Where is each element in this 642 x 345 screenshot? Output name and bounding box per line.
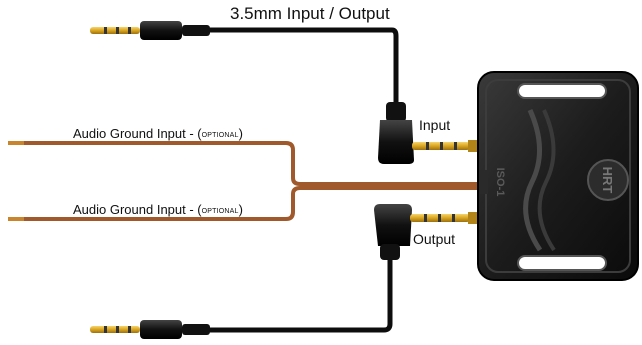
output-straight-plug <box>90 320 210 339</box>
ground-label-close: ) <box>238 126 243 141</box>
logo-text: HRT <box>600 167 615 194</box>
ground-wire-tip-top <box>8 141 24 145</box>
ground-label-close: ) <box>238 202 243 217</box>
isolator-device <box>477 71 639 281</box>
ground-label-main: Audio Ground Input - ( <box>73 202 202 217</box>
optional-tag: OPTIONAL <box>201 208 239 215</box>
input-label: Input <box>419 117 451 133</box>
optional-tag: OPTIONAL <box>201 132 239 139</box>
ground-wire-tip-bottom <box>8 217 24 221</box>
input-straight-plug <box>90 21 210 40</box>
output-cable-wire <box>210 256 393 333</box>
ground-wire-top <box>22 141 482 186</box>
input-cable-wire <box>210 27 399 104</box>
output-label: Output <box>413 231 456 247</box>
diagram-title: 3.5mm Input / Output <box>230 4 390 23</box>
ground-input-label-bottom: Audio Ground Input - (OPTIONAL) <box>73 202 243 217</box>
device-side-text: ISO-1 <box>494 168 506 197</box>
ground-wire-bottom <box>22 186 482 221</box>
ground-label-main: Audio Ground Input - ( <box>73 126 202 141</box>
output-right-angle-plug <box>374 204 470 260</box>
logo-badge <box>587 159 629 201</box>
ground-input-label-top: Audio Ground Input - (OPTIONAL) <box>73 126 243 141</box>
input-right-angle-plug <box>378 102 470 164</box>
